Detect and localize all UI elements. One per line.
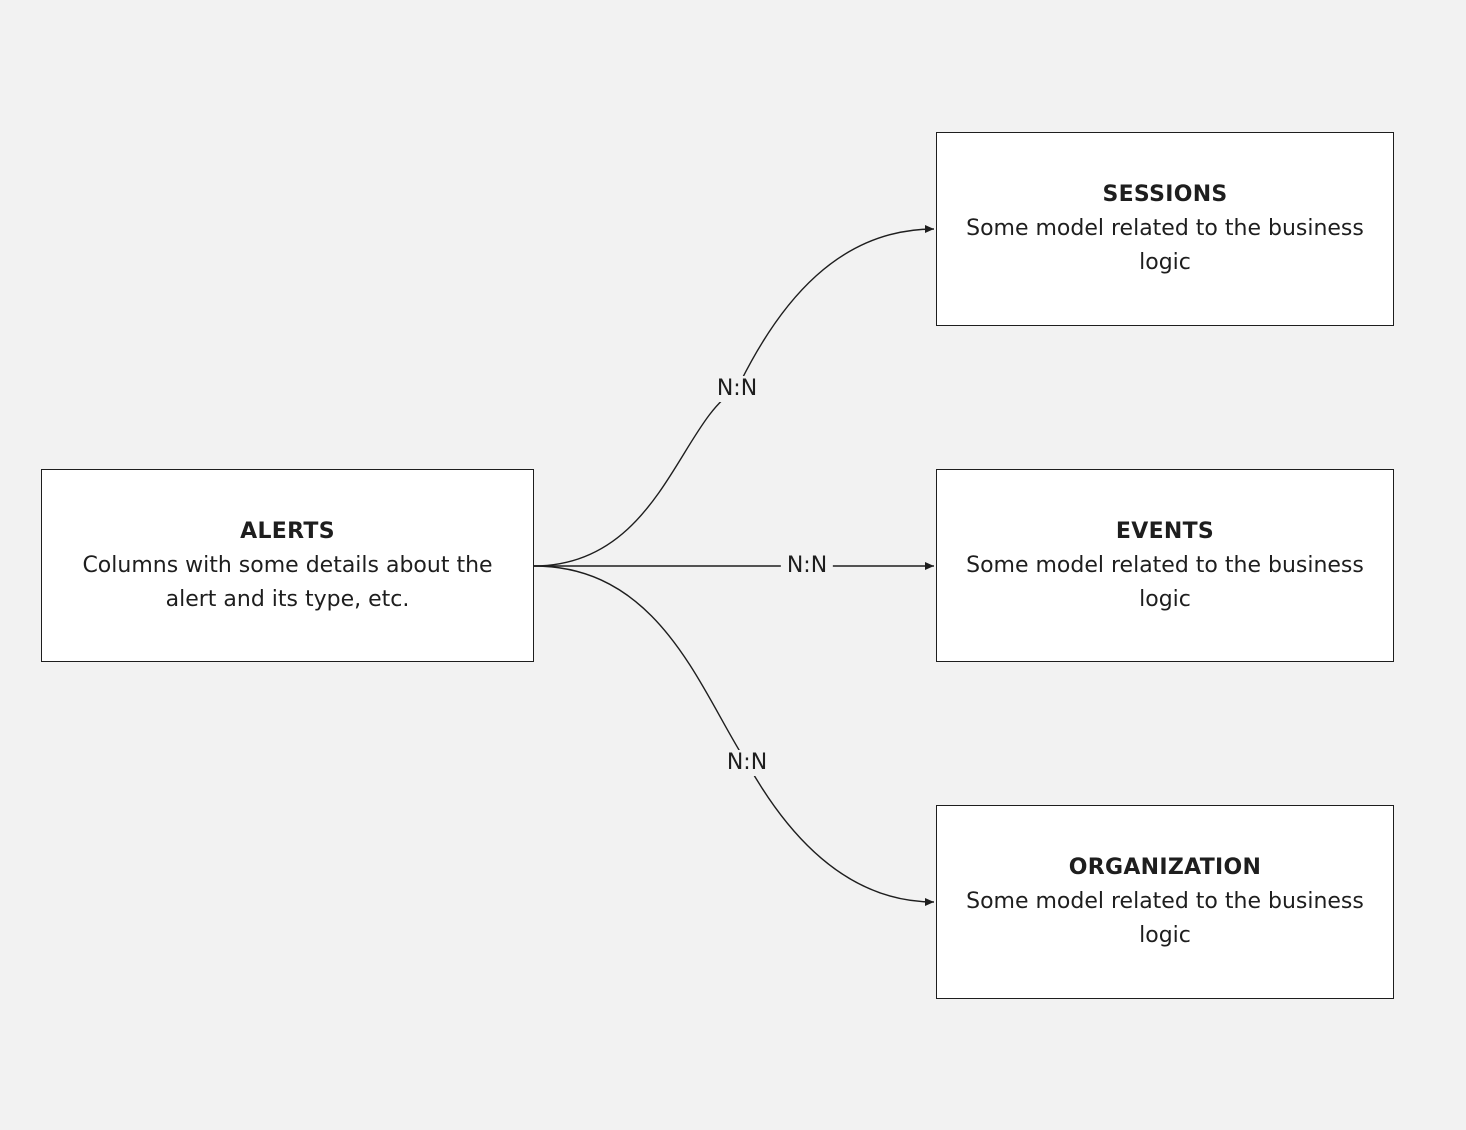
edge-alerts-organization xyxy=(533,565,935,906)
entity-alerts[interactable]: ALERTS Columns with some details about t… xyxy=(41,469,534,662)
entity-sessions[interactable]: SESSIONS Some model related to the busin… xyxy=(936,132,1394,326)
entity-sessions-description: Some model related to the business logic xyxy=(966,216,1364,275)
entity-alerts-description: Columns with some details about the aler… xyxy=(82,552,493,612)
entity-events[interactable]: EVENTS Some model related to the busines… xyxy=(936,469,1394,662)
edge-label-alerts-sessions[interactable]: N:N xyxy=(710,376,764,402)
entity-alerts-title: ALERTS xyxy=(240,518,335,544)
entity-organization-title: ORGANIZATION xyxy=(1068,855,1262,880)
edge-label-alerts-events[interactable]: N:N xyxy=(780,553,834,579)
edge-label-alerts-organization[interactable]: N:N xyxy=(720,750,774,776)
entity-organization[interactable]: ORGANIZATION Some model related to the b… xyxy=(936,805,1394,999)
entity-events-title: EVENTS xyxy=(1115,518,1215,544)
entity-sessions-title: SESSIONS xyxy=(1102,182,1228,207)
entity-organization-description: Some model related to the business logic xyxy=(966,889,1364,948)
entity-events-description: Some model related to the business logic xyxy=(966,552,1364,612)
